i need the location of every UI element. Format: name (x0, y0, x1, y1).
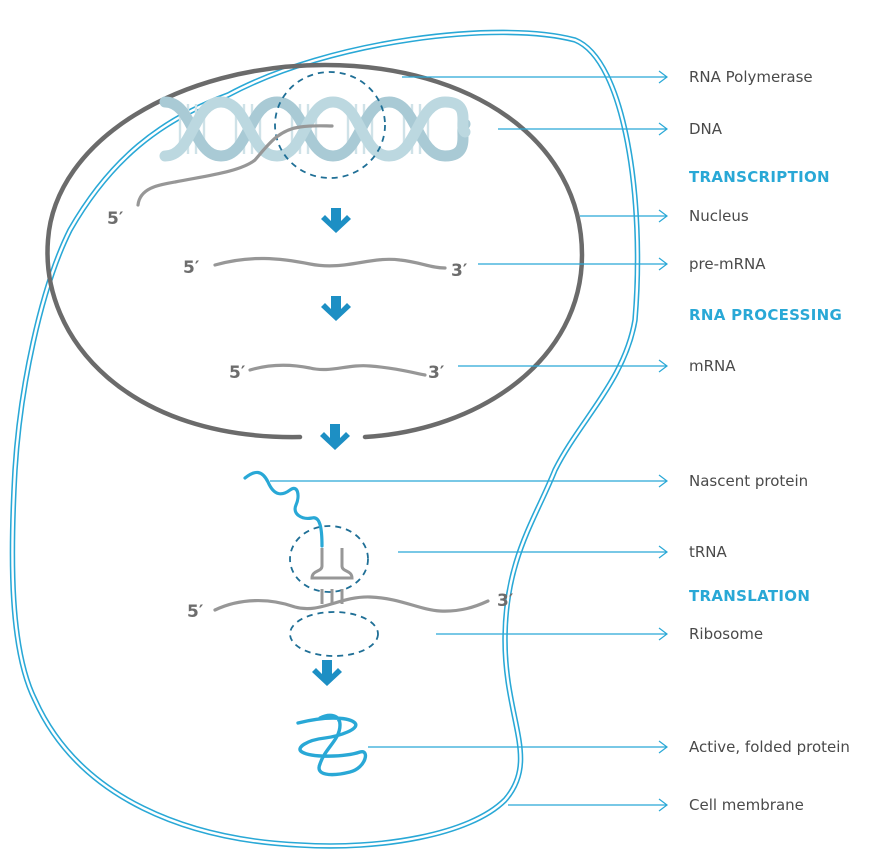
leader-lines (270, 70, 668, 812)
stage-label-transcription: TRANSCRIPTION (689, 168, 830, 186)
label-dna: DNA (689, 120, 723, 138)
label-ribosome: Ribosome (689, 625, 763, 643)
leader-nascent-protein (270, 474, 668, 488)
leader-cell-membrane (508, 798, 668, 812)
ribosome-small-subunit (289, 611, 379, 657)
five-prime-label-pre-mrna: 5′ (183, 258, 200, 278)
three-prime-label-mrna: 3′ (428, 363, 445, 383)
label-pre-mrna: pre-mRNA (689, 255, 766, 273)
leader-ribosome (436, 627, 668, 641)
label-nascent-protein: Nascent protein (689, 472, 808, 490)
label-cell-membrane: Cell membrane (689, 796, 804, 814)
pre-mrna-strand (213, 256, 447, 270)
label-trna: tRNA (689, 543, 728, 561)
folded-protein-shape (296, 713, 368, 777)
three-prime-label-translation: 3′ (497, 591, 514, 611)
leader-trna (398, 545, 668, 559)
ribosome-complex (213, 470, 490, 657)
arrow-down-icon (321, 296, 351, 321)
label-rna-polymerase: RNA Polymerase (689, 68, 813, 86)
trna-shape (310, 548, 354, 580)
mrna-strand (248, 363, 427, 377)
label-folded-protein: Active, folded protein (689, 738, 850, 756)
leader-nucleus (580, 209, 668, 223)
five-prime-label-translation: 5′ (187, 602, 204, 622)
leader-mrna (458, 359, 668, 373)
mrna-on-ribosome (213, 595, 490, 613)
nascent-rna-strand (136, 124, 334, 207)
arrow-down-icon (320, 424, 350, 450)
leader-dna (498, 122, 668, 136)
cell-membrane (9, 29, 641, 849)
leader-pre-mrna (478, 257, 668, 271)
leader-rna-polymerase (402, 70, 668, 84)
stage-label-rna-processing: RNA PROCESSING (689, 306, 842, 324)
arrow-down-icon (321, 208, 351, 233)
five-prime-label-transcript: 5′ (107, 209, 124, 229)
label-mrna: mRNA (689, 357, 736, 375)
nucleus-envelope (45, 62, 585, 440)
flow-arrows (312, 208, 351, 686)
dna-helix (159, 96, 471, 162)
label-nucleus: Nucleus (689, 207, 749, 225)
stage-label-translation: TRANSLATION (689, 587, 810, 605)
three-prime-label-pre-mrna: 3′ (451, 261, 468, 281)
leader-folded-protein (368, 740, 668, 754)
ribosome-large-subunit (289, 525, 369, 593)
arrow-down-icon (312, 660, 342, 686)
rna-polymerase-outline (274, 71, 386, 179)
five-prime-label-mrna: 5′ (229, 363, 246, 383)
nascent-protein-chain (243, 470, 324, 548)
